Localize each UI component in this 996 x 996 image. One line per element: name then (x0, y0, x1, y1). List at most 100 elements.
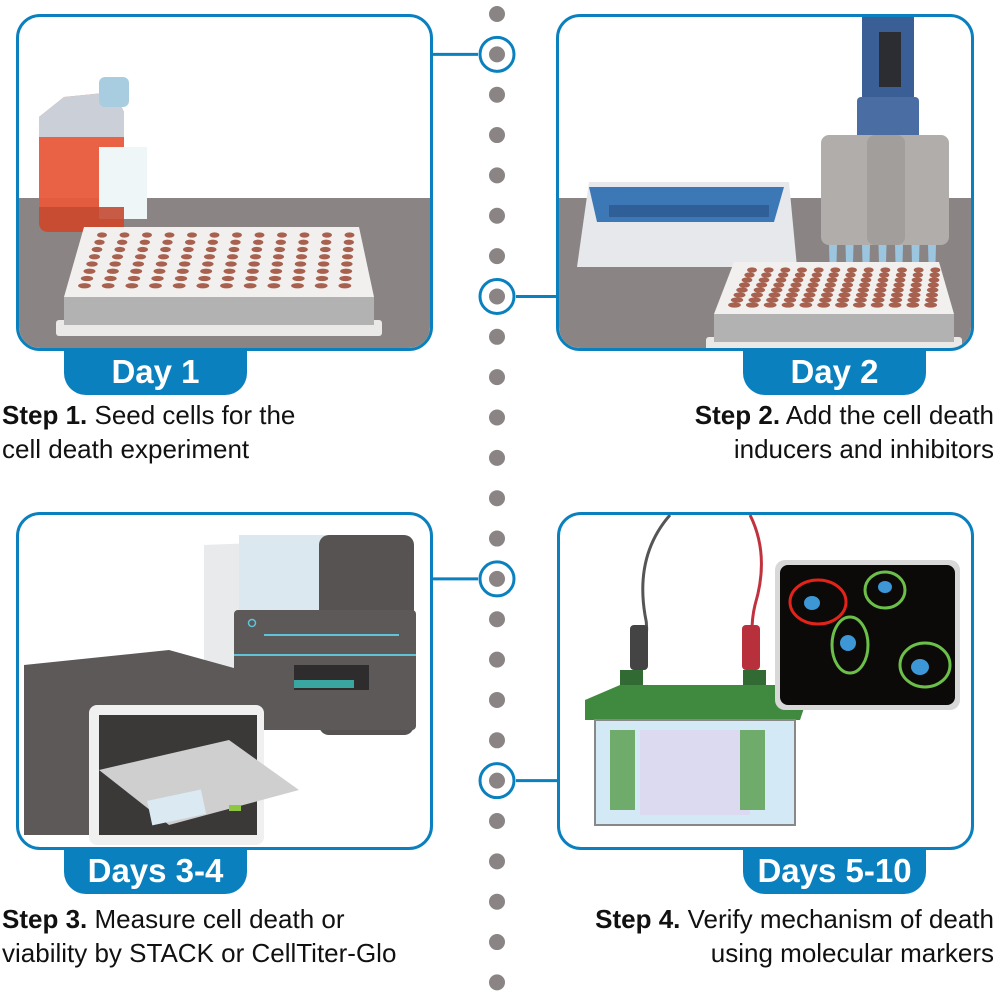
plate-well (196, 283, 210, 289)
plate-well (876, 282, 888, 288)
plate-well (245, 275, 258, 282)
plate-well (874, 287, 887, 293)
plate-well (761, 272, 772, 278)
plate-well (116, 239, 128, 245)
plate-well (880, 267, 891, 273)
plate-well (854, 297, 867, 303)
plate-well (174, 275, 188, 282)
plate-well (811, 272, 823, 278)
plate-well (736, 287, 748, 293)
plate-well (822, 287, 835, 293)
plate-well (267, 283, 281, 289)
plate-well (758, 277, 770, 283)
plate-side (64, 297, 374, 325)
plate-well (889, 297, 903, 303)
plate-well (272, 254, 285, 260)
flask-cap (99, 77, 129, 107)
plate-well (339, 275, 352, 282)
plate-well (202, 261, 214, 267)
plate-well (792, 277, 804, 283)
timeline-dot (489, 248, 505, 265)
plate-well (788, 287, 800, 293)
timeline-dot (489, 570, 505, 587)
plate-well (228, 246, 240, 253)
timeline-dot (489, 167, 505, 184)
plate-well (249, 254, 262, 260)
step-4-panel (557, 512, 974, 850)
plate-well (319, 246, 331, 253)
timeline-dot (489, 127, 505, 144)
plate-well (275, 239, 287, 245)
plate-well (246, 268, 259, 274)
plate-well (270, 268, 283, 274)
day-badge-3: Days 3-4 (64, 848, 247, 894)
plate-well (88, 254, 101, 260)
plate-well (733, 292, 746, 298)
plate-well (119, 232, 130, 238)
plate-well (200, 268, 213, 274)
96-well-plate-icon (56, 227, 382, 336)
plate-well (859, 282, 871, 288)
plate-well (318, 254, 331, 260)
plate-well (268, 275, 282, 282)
plate-well (134, 254, 147, 260)
plate-well (248, 261, 260, 267)
plate-well (781, 302, 795, 308)
plate-well (841, 282, 854, 288)
plate-well (748, 297, 761, 303)
plate-well (897, 267, 907, 273)
day-badge-4: Days 5-10 (743, 848, 926, 894)
step-1-panel (16, 14, 433, 351)
plate-well (763, 267, 774, 273)
timeline-dot (489, 853, 505, 870)
plate-well (926, 292, 938, 298)
plate-well (924, 302, 938, 308)
96-well-plate-icon (706, 262, 962, 348)
plate-well (155, 261, 168, 267)
plate-well (220, 283, 233, 289)
plate-well (162, 239, 173, 245)
step-1-label: Step 1. (2, 400, 88, 430)
plate-well (198, 275, 211, 282)
plate-well (753, 287, 766, 293)
plate-well (925, 297, 938, 303)
timeline-dot (489, 772, 505, 789)
plate-well (315, 275, 329, 282)
step-2-text: Step 2. Add the cell death inducers and … (695, 398, 994, 466)
plate-well (830, 267, 841, 273)
step-4-line1: Verify mechanism of death (687, 904, 994, 934)
plate-well (127, 275, 141, 282)
plate-well (828, 272, 839, 278)
plate-well (738, 282, 751, 288)
plate-well (149, 283, 162, 289)
step-1-line1: Seed cells for the (94, 400, 296, 430)
plate-reader-illustration (24, 535, 416, 845)
plate-well (180, 254, 193, 260)
plate-well (862, 272, 873, 278)
plate-well (857, 287, 870, 293)
timeline-dot (489, 46, 505, 63)
plate-well (178, 261, 191, 267)
plate-well (293, 268, 306, 274)
plate-well (807, 282, 819, 288)
plate-well (125, 283, 139, 289)
step-3-label: Step 3. (2, 904, 88, 934)
plate-well (893, 282, 905, 288)
plate-well (80, 275, 94, 282)
plate-well (838, 292, 851, 298)
plate-well (744, 272, 755, 278)
plate-well (878, 272, 890, 278)
plate-well (824, 282, 836, 288)
plate-well (101, 283, 115, 289)
plate-well (929, 272, 940, 278)
step-1-line2: cell death experiment (2, 434, 250, 464)
plate-well (203, 254, 216, 260)
live-cell-outline (863, 570, 907, 610)
timeline-dot (489, 369, 505, 386)
plate-well (232, 232, 242, 238)
plate-well (104, 275, 117, 282)
plate-well (132, 261, 145, 267)
plate-well (891, 292, 903, 298)
timeline-dot (489, 490, 505, 507)
plate-well (111, 254, 124, 260)
